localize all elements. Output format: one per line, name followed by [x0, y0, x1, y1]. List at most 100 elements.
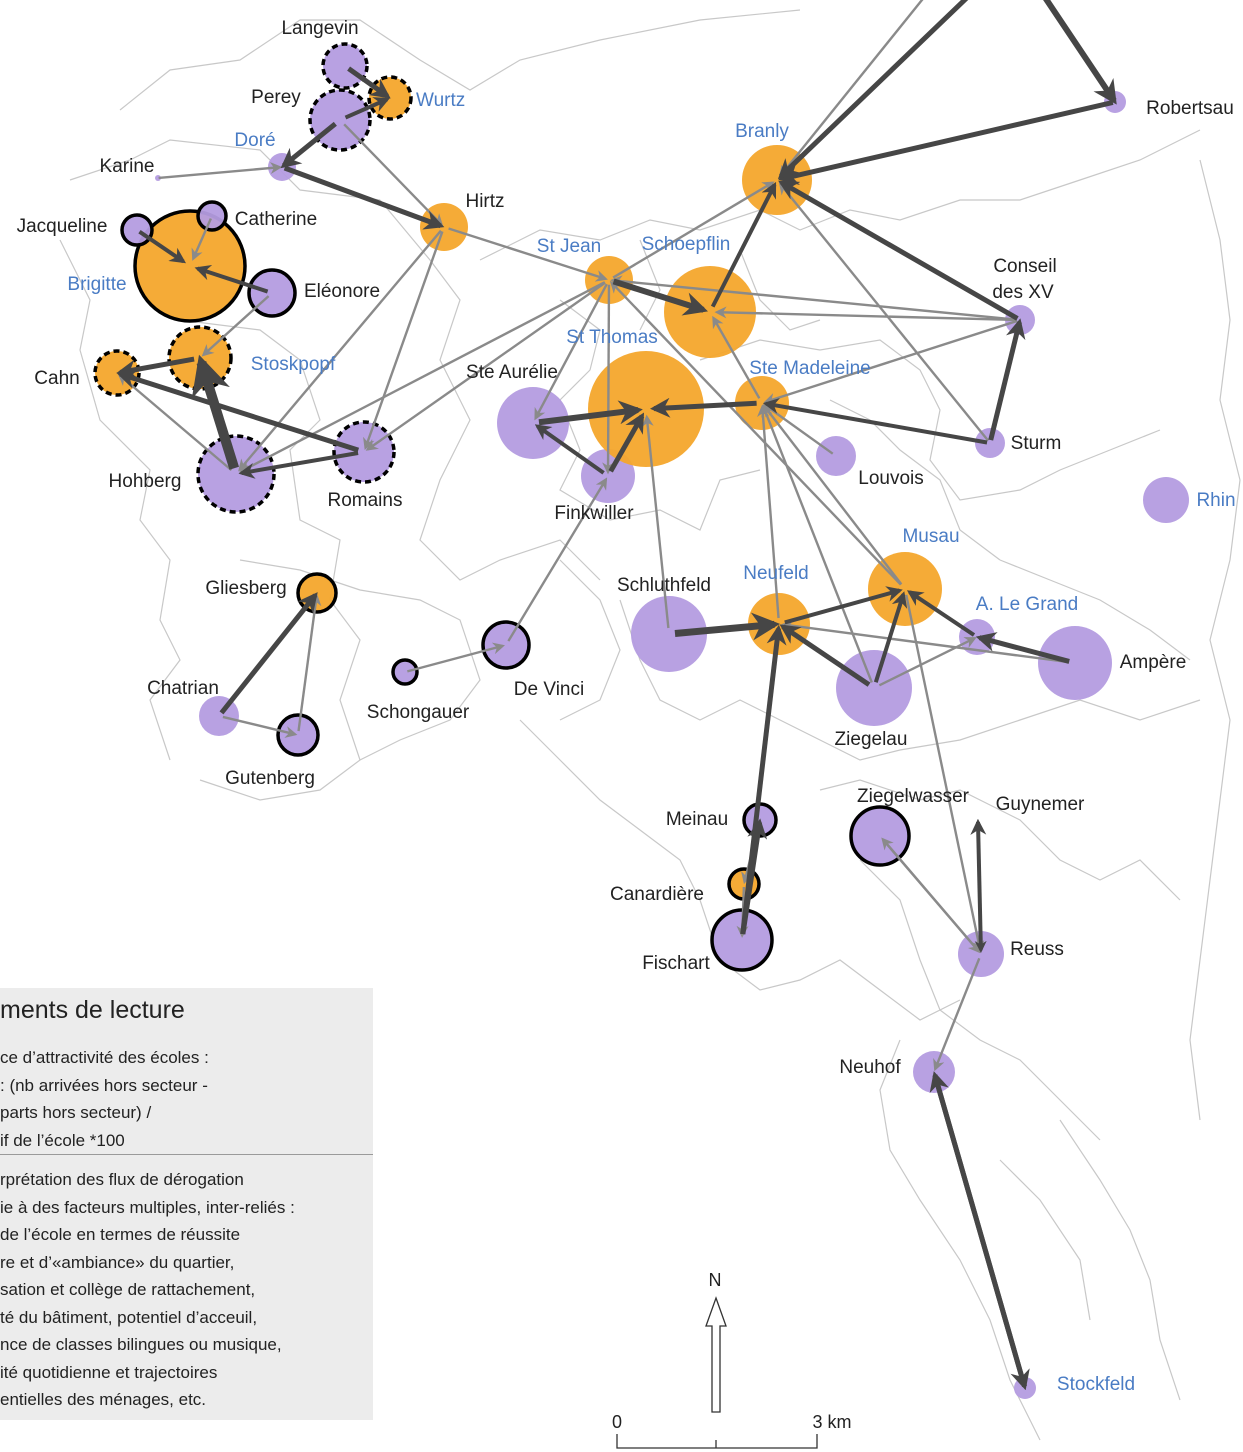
flow-arrow-ziegelau-to-neufeld	[779, 624, 871, 687]
school-label-stethomas: St Thomas	[566, 327, 658, 348]
legend-line: entielles des ménages, etc.	[0, 1390, 207, 1409]
flow-arrow-musau-to-stemadeleine	[763, 404, 903, 585]
school-label-langevin: Langevin	[281, 18, 358, 39]
flow-arrow-alegrand-to-musau	[906, 590, 976, 637]
school-schluthfeld	[631, 596, 707, 672]
flow-arrow-hirtz-to-hohberg	[238, 229, 442, 472]
school-label-louvois: Louvois	[858, 468, 924, 489]
school-hohberg	[196, 434, 276, 514]
legend-line: de l’école en termes de réussite	[0, 1225, 241, 1244]
school-label-musau: Musau	[902, 526, 959, 547]
school-label-eleonore: Eléonore	[304, 281, 380, 302]
school-label-gutenberg: Gutenberg	[225, 768, 315, 789]
school-finkwiller	[581, 449, 635, 503]
legend-line: sation et collège de rattachement,	[0, 1280, 256, 1299]
school-label-wurtz: Wurtz	[416, 90, 465, 111]
schools-layer	[93, 42, 1189, 1399]
flow-arrow-sturm-to-conseil	[988, 318, 1026, 441]
north-label: N	[709, 1270, 722, 1290]
school-cahn	[93, 349, 141, 397]
flow-arrow-perey-to-wurtz	[344, 97, 391, 120]
flow-arrow-schluthfeld-to-stethomas	[641, 414, 670, 629]
legend-line: ité quotidienne et trajectoires	[0, 1362, 218, 1382]
school-devinci	[481, 620, 531, 670]
flow-arrow-musau-to-stjean	[609, 280, 902, 586]
school-label-hohberg: Hohberg	[109, 471, 182, 492]
school-brigitte	[133, 209, 247, 323]
flow-arrow-conseil-to-stemadeleine	[763, 319, 1018, 405]
derogation-flows	[116, 0, 1117, 1391]
flow-arrow-robertsau-to-branly	[778, 100, 1114, 185]
school-rhin	[1143, 477, 1189, 523]
school-label-devinci: De Vinci	[514, 679, 584, 700]
flow-arrow-schluthfeld-to-neufeld	[674, 612, 780, 641]
flow-arrow-neufeld-to-stemadeleine	[757, 404, 780, 619]
school-label-gliesberg: Gliesberg	[205, 578, 286, 599]
school-label-guynemer: Guynemer	[996, 794, 1085, 815]
flow-arrow-perey-to-hirtz	[343, 123, 444, 227]
school-schoepflin	[664, 266, 756, 358]
flow-arrow-stjean-to-branly	[612, 181, 775, 279]
school-neuhof	[913, 1051, 955, 1093]
legend-divider	[0, 1154, 373, 1155]
school-steaurelie	[497, 387, 569, 459]
flow-arrow-neuhof-to-stockfeld	[932, 1075, 1030, 1391]
school-stethomas	[588, 351, 704, 467]
flow-arrow-chatrian-to-gutenberg	[222, 715, 298, 738]
flow-arrow-langevin-to-wurtz	[347, 66, 391, 99]
flow-arrow-dore-to-hirtz	[283, 165, 445, 230]
school-label-cahn: Cahn	[34, 368, 79, 389]
school-label-ziegelau: Ziegelau	[835, 729, 908, 750]
school-label-hirtz: Hirtz	[465, 191, 504, 212]
flow-arrow-stjean-to-schoepflin	[612, 278, 708, 316]
flow-arrow-conseil-to-stjean	[610, 275, 1018, 321]
flow-arrow-stjean-to-romains	[365, 281, 606, 451]
school-label-perey: Perey	[251, 87, 301, 108]
flow-arrow-eleonore-to-brigitte	[194, 264, 269, 294]
scale-end-label: 3 km	[812, 1412, 851, 1432]
legend-line: if de l’école *100	[0, 1130, 125, 1150]
school-label-catherine: Catherine	[235, 209, 317, 230]
school-label-stemadeleine: Ste Madeleine	[749, 358, 870, 379]
school-label-canardiere: Canardière	[610, 884, 704, 905]
school-label-steaurelie: Ste Aurélie	[466, 362, 558, 383]
legend-line: rprétation des flux de dérogation	[0, 1170, 244, 1189]
attractiveness-index-note: ce d’attractivité des écoles : : (nb arr…	[0, 1044, 209, 1154]
school-wurtz	[367, 75, 413, 121]
school-label-schongauer: Schongauer	[367, 702, 470, 723]
flow-arrow-ziegelau-to-stemadeleine	[761, 404, 873, 683]
legend-line: parts hors secteur) /	[0, 1103, 152, 1122]
flow-arrow-stjean-to-finkwiller	[602, 284, 615, 475]
school-ampere	[1038, 626, 1112, 700]
school-label-sturm: Sturm	[1011, 433, 1062, 454]
flow-arrow-reuss-to-neuhof	[933, 957, 981, 1072]
scale-start-label: 0	[612, 1412, 622, 1432]
school-label-robertsau: Robertsau	[1146, 98, 1234, 119]
flow-arrow-sturm-to-branly	[778, 182, 990, 442]
school-label-fischart: Fischart	[642, 953, 710, 974]
flow-arrow-topref3-to-branly	[778, 0, 924, 178]
school-label-jacqueline: Jacqueline	[17, 216, 108, 237]
flow-arrow-schongauer-to-devinci	[407, 642, 505, 673]
school-label-romains: Romains	[328, 490, 403, 511]
school-label-stockfeld: Stockfeld	[1057, 1374, 1135, 1395]
flow-arrow-stoskpopf-to-cahn	[116, 356, 195, 380]
flow-arrow-chatrian-to-gliesberg	[219, 592, 318, 715]
school-romains	[332, 420, 396, 484]
school-label-brigitte: Brigitte	[67, 274, 126, 295]
school-label-finkwiller: Finkwiller	[554, 503, 634, 524]
school-ziegelau	[836, 650, 912, 726]
school-label-schoepflin: Schoepflin	[642, 234, 731, 255]
flow-arrow-hirtz-to-stjean	[448, 227, 608, 282]
school-label-conseil: Conseil	[993, 256, 1056, 277]
school-schongauer	[391, 658, 419, 686]
flow-arrow-stjean-to-hohberg	[238, 281, 606, 473]
school-label-neufeld: Neufeld	[743, 563, 809, 584]
flow-arrow-ampere-to-neufeld	[781, 619, 1070, 664]
flow-arrow-hohberg-to-stoskpopf	[191, 354, 239, 470]
school-label-stoskpopf: Stoskpopf	[251, 354, 336, 375]
flow-arrow-ampere-to-alegrand	[975, 632, 1070, 664]
flow-arrow-stemadeleine-to-schoepflin	[712, 315, 761, 399]
school-ziegelwasser	[849, 805, 911, 867]
